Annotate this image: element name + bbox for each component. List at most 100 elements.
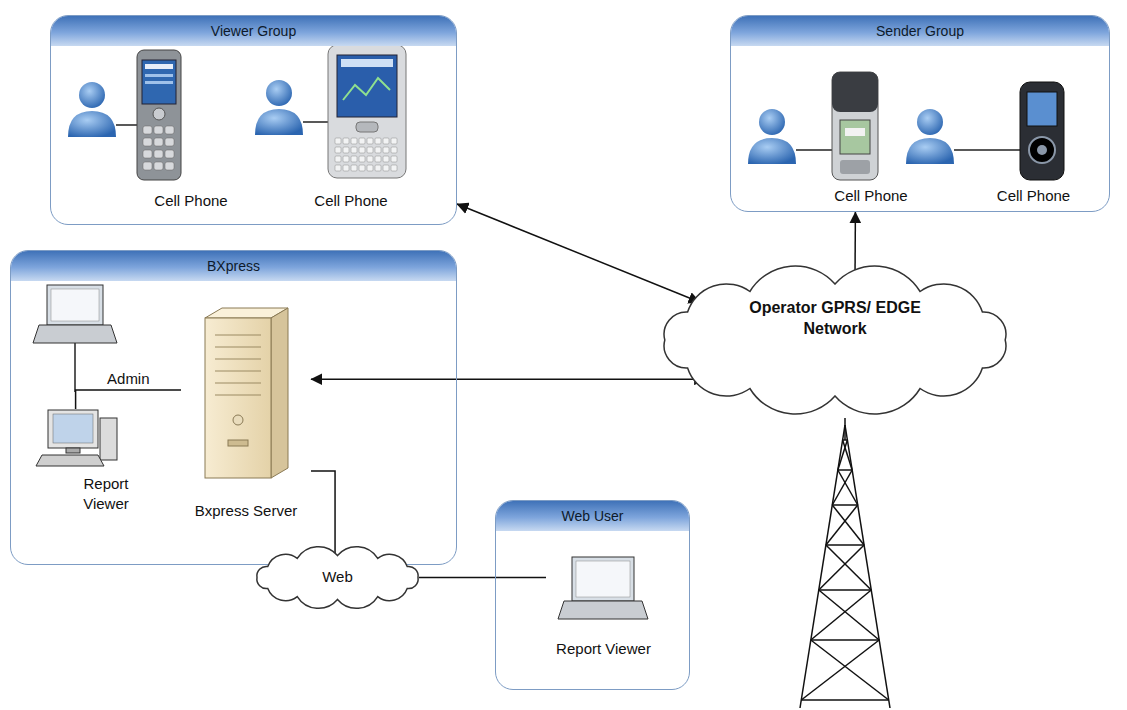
cloud-outline-path xyxy=(257,547,418,609)
node-label: Cell Phone xyxy=(126,191,256,211)
phone-icon xyxy=(328,45,406,178)
cloud-outline xyxy=(650,270,1020,410)
key xyxy=(335,156,341,162)
device-node: Cell Phone xyxy=(126,46,256,216)
key xyxy=(165,150,174,158)
drawing-part xyxy=(572,557,634,601)
person-icon xyxy=(748,109,796,164)
tower-brace xyxy=(843,440,853,470)
key xyxy=(351,165,357,171)
drawing-part xyxy=(796,149,832,151)
key xyxy=(391,165,397,171)
tower-brace xyxy=(826,545,871,590)
server-slot xyxy=(215,347,261,348)
key xyxy=(351,156,357,162)
key xyxy=(165,138,174,146)
tower-brace xyxy=(801,640,879,700)
drawing-part xyxy=(335,138,397,171)
device-node: Cell Phone xyxy=(291,46,411,216)
key xyxy=(154,126,163,134)
key xyxy=(351,138,357,144)
group-box: Viewer GroupCell PhoneCell Phone xyxy=(50,15,457,225)
key xyxy=(391,147,397,153)
drawing-part xyxy=(328,45,406,178)
key xyxy=(367,156,373,162)
key xyxy=(383,147,389,153)
drawing-part xyxy=(917,109,943,135)
server-slot xyxy=(215,371,261,372)
drawing-part xyxy=(906,138,954,164)
phone-icon xyxy=(832,72,878,180)
key xyxy=(143,138,152,146)
key xyxy=(375,138,381,144)
drawing-part xyxy=(1027,92,1057,126)
group-heading: Sender Group xyxy=(731,16,1109,46)
drawing-part xyxy=(153,108,165,120)
key xyxy=(165,126,174,134)
key xyxy=(383,165,389,171)
drawing-part xyxy=(303,121,328,123)
laptop-icon xyxy=(558,557,648,619)
key xyxy=(375,147,381,153)
connector-label: Admin xyxy=(104,370,153,387)
tower-brace xyxy=(826,544,864,546)
server-slot xyxy=(215,383,261,384)
drawing-part xyxy=(48,410,98,448)
drawing-part xyxy=(954,149,1020,151)
radio-tower xyxy=(800,418,890,708)
web-cloud: Web xyxy=(250,550,425,605)
drawing-part xyxy=(748,138,796,164)
tower-brace xyxy=(819,545,864,590)
key xyxy=(343,147,349,153)
server-slot xyxy=(215,335,261,336)
connector xyxy=(311,471,335,555)
server-node: Bxpress Server xyxy=(181,309,311,531)
group-heading: Viewer Group xyxy=(51,16,456,46)
drawing-part xyxy=(233,415,243,425)
server-icon xyxy=(205,308,288,478)
drawing-part xyxy=(343,78,390,100)
tower-brace xyxy=(826,505,858,545)
drawing-part xyxy=(74,343,76,392)
key xyxy=(391,156,397,162)
key xyxy=(367,138,373,144)
key xyxy=(367,147,373,153)
drawing-part xyxy=(228,440,248,446)
drawing-part xyxy=(215,335,261,395)
drawing-part xyxy=(145,64,173,69)
drawing-part xyxy=(1037,145,1047,155)
tower-brace xyxy=(811,640,889,700)
node-label: Operator GPRS/ EDGE Network xyxy=(745,298,925,340)
key xyxy=(165,162,174,170)
drawing-part xyxy=(66,448,80,453)
key xyxy=(143,150,152,158)
device-node: Report Viewer xyxy=(546,551,661,671)
connector xyxy=(311,378,706,380)
group-box: Web UserReport Viewer xyxy=(495,500,690,690)
drawing-part xyxy=(1020,82,1064,180)
drawing-part xyxy=(116,124,137,126)
key xyxy=(359,165,365,171)
drawing-part xyxy=(137,50,181,180)
tower-brace xyxy=(819,590,879,640)
drawing-part xyxy=(356,122,378,132)
node-label: Cell Phone xyxy=(971,186,1096,206)
person-icon xyxy=(906,109,954,164)
drawing-part xyxy=(844,418,846,440)
key xyxy=(154,150,163,158)
node-label: Cell Phone xyxy=(806,186,936,206)
person-icon xyxy=(68,82,116,137)
key xyxy=(375,165,381,171)
node-label: Report Viewer xyxy=(71,474,141,513)
drawing-part xyxy=(832,72,878,112)
server-slot xyxy=(215,359,261,360)
key xyxy=(359,138,365,144)
connector xyxy=(76,390,181,409)
drawing-part xyxy=(100,418,117,460)
group-box: BXpressReport ViewerBxpress Server xyxy=(10,250,457,565)
tower-brace xyxy=(811,639,879,641)
tower-brace xyxy=(832,470,852,505)
drawing-part xyxy=(51,289,99,321)
key xyxy=(343,156,349,162)
